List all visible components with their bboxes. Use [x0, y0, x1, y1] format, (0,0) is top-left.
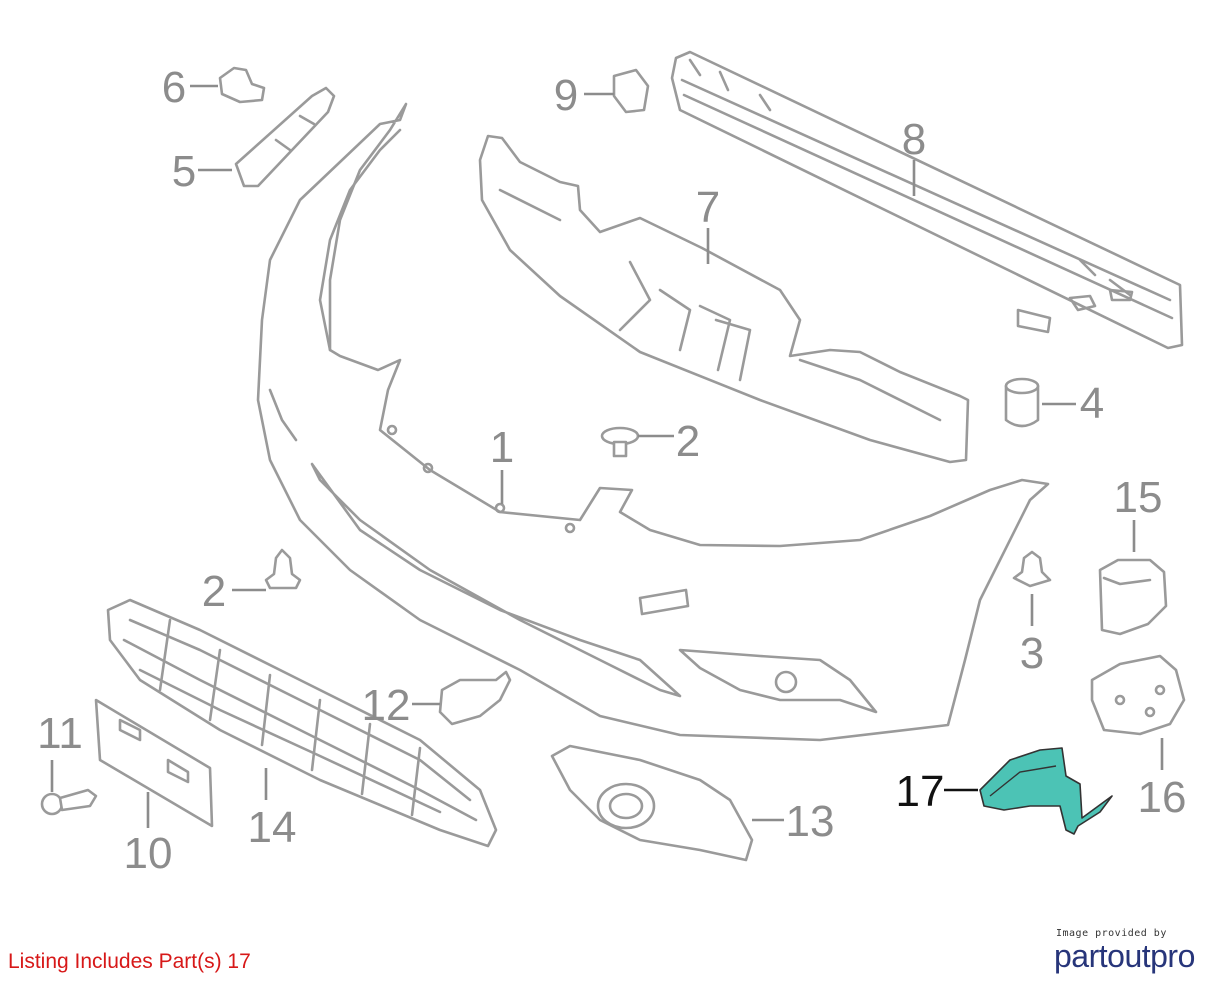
leader-lines	[50, 84, 1164, 828]
part-2-clip-lower	[264, 548, 302, 590]
callout-1: 1	[490, 423, 514, 472]
listing-caption: Listing Includes Part(s) 17	[8, 950, 251, 973]
partoutpro-logo: partoutpro	[1054, 938, 1195, 974]
part-1-bumper-cover	[256, 102, 1050, 742]
callout-11: 11	[37, 709, 83, 758]
callout-10: 10	[124, 829, 173, 878]
part-5-side-bracket	[234, 86, 336, 188]
part-17-bracket-highlighted	[979, 747, 1113, 835]
part-11-screw	[40, 788, 98, 816]
part-4-spacer	[1004, 377, 1040, 428]
callout-12: 12	[362, 681, 411, 730]
part-6-push-pin	[218, 66, 266, 104]
part-9-clip	[612, 68, 650, 114]
callout-15: 15	[1114, 473, 1163, 522]
part-14-lower-grille	[106, 598, 498, 848]
callout-6: 6	[162, 63, 186, 112]
callout-4: 4	[1080, 379, 1104, 428]
part-3-clip	[1012, 550, 1052, 588]
callout-16: 16	[1138, 773, 1187, 822]
callout-17: 17	[896, 767, 945, 816]
part-16-bracket	[1090, 654, 1186, 736]
callout-13: 13	[786, 797, 835, 846]
callout-labels: 1 2 2 3 4 5 6 7 8 9 10 11 12 13 14 15 16…	[37, 63, 1186, 878]
callout-2-upper: 2	[676, 417, 700, 466]
part-8-bumper-reinforcement	[670, 50, 1184, 350]
part-7-energy-absorber	[478, 134, 970, 464]
image-credit-text: Image provided by	[1056, 928, 1167, 939]
part-10-license-bracket	[94, 698, 214, 828]
callout-3: 3	[1020, 629, 1044, 678]
part-2-clip-upper	[600, 426, 640, 458]
callout-2-lower: 2	[202, 567, 226, 616]
callout-7: 7	[696, 183, 720, 232]
part-13-fog-bezel	[550, 744, 754, 862]
callout-14: 14	[248, 803, 297, 852]
part-15-bracket	[1098, 558, 1168, 636]
callout-8: 8	[902, 115, 926, 164]
part-12-tow-hook-cap	[438, 670, 512, 726]
callout-9: 9	[554, 71, 578, 120]
callout-5: 5	[172, 147, 196, 196]
